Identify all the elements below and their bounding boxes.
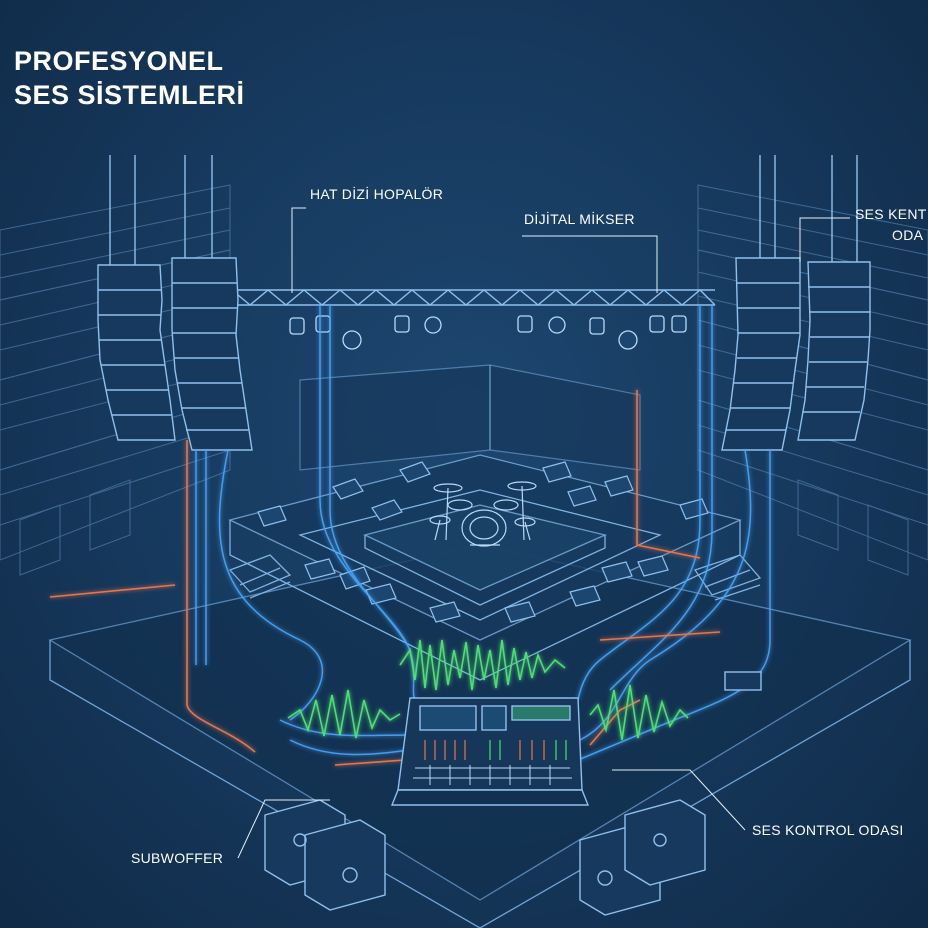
subwoofers-right: [579, 671, 762, 916]
drum-kit: [429, 481, 537, 547]
digital-mixer-console: [390, 697, 590, 806]
title-line-1: PROFESYONEL: [14, 46, 224, 76]
digital-mixer-label: DİJİTAL MİKSER: [524, 211, 635, 227]
stage-lights: [289, 315, 687, 350]
page-title: PROFESYONEL SES SİSTEMLERİ: [14, 44, 245, 112]
control-room-top-label-line1: SES KENT: [855, 206, 927, 222]
callout-lines: [237, 207, 850, 859]
title-line-2: SES SİSTEMLERİ: [14, 80, 245, 110]
line-array-right: [721, 155, 871, 451]
subwoofer-label: SUBWOFFER: [131, 850, 224, 866]
stage-monitors: [257, 461, 709, 623]
stage: [228, 454, 762, 681]
stage-back-wall: [299, 364, 641, 471]
control-room-top-label-line2: ODA: [892, 227, 924, 243]
line-array-left: [97, 155, 253, 451]
line-array-label: HAT DİZİ HOPALÖR: [310, 186, 444, 202]
control-room-label: SES KONTROL ODASI: [752, 822, 904, 838]
audio-waveforms: [287, 639, 689, 741]
subwoofers-left: [264, 799, 386, 911]
lighting-truss: [231, 289, 716, 306]
